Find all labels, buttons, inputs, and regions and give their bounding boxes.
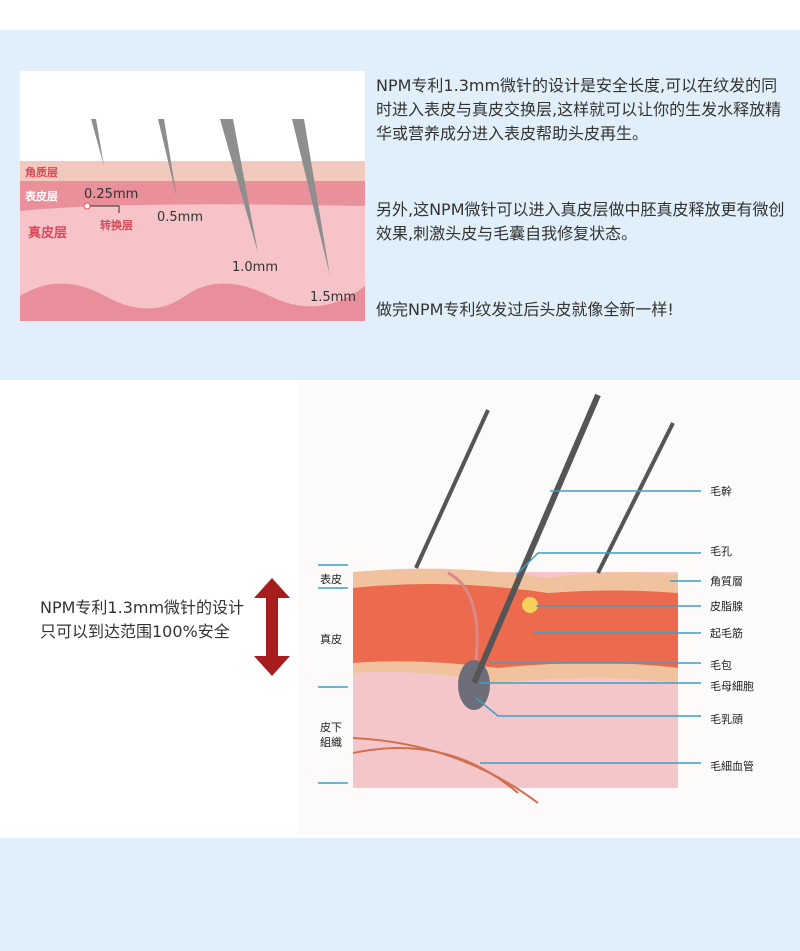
right-label: 皮脂腺 bbox=[710, 599, 743, 613]
right-label: 毛細血管 bbox=[710, 759, 754, 773]
left-label: 表皮 bbox=[320, 572, 342, 586]
depth-label: 1.0mm bbox=[232, 260, 278, 275]
bottom-band bbox=[0, 838, 800, 951]
depth-label: 0.5mm bbox=[157, 210, 203, 225]
left-label: 真皮 bbox=[320, 632, 342, 646]
double-arrow-icon bbox=[254, 578, 290, 676]
right-label: 角質層 bbox=[710, 574, 743, 588]
safety-note: NPM专利1.3mm微针的设计只可以到达范围100%安全 bbox=[40, 598, 245, 641]
right-label: 毛孔 bbox=[710, 545, 732, 558]
depth-label: 0.25mm bbox=[84, 187, 138, 202]
transition-label: 转换层 bbox=[100, 218, 133, 232]
right-label: 毛包 bbox=[710, 659, 732, 672]
right-label: 起毛筋 bbox=[710, 626, 743, 640]
layer-label: 表皮层 bbox=[24, 189, 58, 203]
paragraph: 另外,这NPM微针可以进入真皮层做中胚真皮释放更有微创效果,刺激头皮与毛囊自我修… bbox=[376, 200, 785, 243]
depth-label: 1.5mm bbox=[310, 290, 356, 305]
right-label: 毛幹 bbox=[710, 484, 732, 498]
paragraph: NPM专利1.3mm微针的设计是安全长度,可以在纹发的同时进入表皮与真皮交换层,… bbox=[376, 76, 782, 143]
microneedle-depth-figure: 角质层 表皮层 真皮层 转换层 0.25mm 0.5mm 1.0mm 1.5mm bbox=[20, 71, 365, 321]
right-label: 毛母細胞 bbox=[710, 680, 754, 693]
paragraph: 做完NPM专利纹发过后头皮就像全新一样! bbox=[376, 300, 674, 319]
hair-follicle-diagram: 表皮 真皮 毛幹 毛孔 角質層 皮脂腺 起毛筋 毛包 毛母細胞 毛乳頭 毛細血管… bbox=[298, 383, 800, 835]
layer-label: 角质层 bbox=[25, 165, 58, 179]
left-label: 皮下組織 bbox=[320, 721, 342, 749]
right-label: 毛乳頭 bbox=[710, 713, 743, 726]
layer-label: 真皮层 bbox=[28, 225, 67, 241]
